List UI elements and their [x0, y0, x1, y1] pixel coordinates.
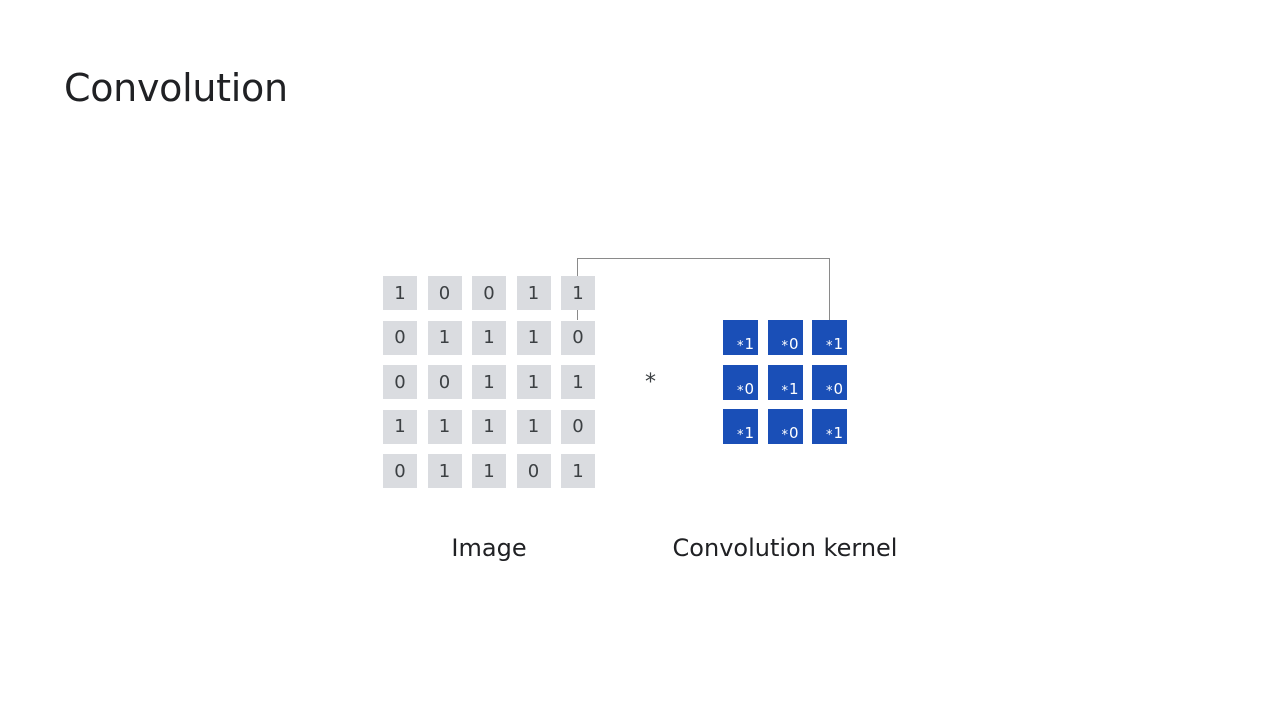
- image-cell: 1: [516, 365, 551, 399]
- kernel-cell: *1: [812, 320, 847, 355]
- image-cell: 1: [516, 276, 551, 310]
- kernel-caption: Convolution kernel: [672, 534, 898, 562]
- kernel-multiply-symbol: *: [781, 339, 788, 354]
- image-cell: 1: [472, 409, 506, 444]
- slide-title: Convolution: [64, 66, 288, 110]
- image-cell: 0: [427, 276, 462, 310]
- kernel-value: 0: [788, 335, 799, 353]
- kernel-cell: *1: [723, 409, 758, 444]
- kernel-value: 1: [788, 379, 799, 398]
- image-cell: 1: [516, 409, 551, 444]
- image-cell: 0: [561, 320, 595, 355]
- image-caption: Image: [451, 534, 527, 562]
- image-cell: 1: [472, 454, 506, 488]
- image-cell: 1: [561, 365, 595, 399]
- kernel-value: 1: [744, 424, 754, 442]
- kernel-value: 0: [833, 379, 843, 398]
- kernel-cell: *0: [767, 320, 803, 355]
- image-cell: 1: [427, 320, 462, 355]
- image-cell: 0: [383, 320, 417, 355]
- connector-line: [577, 258, 830, 320]
- image-cell: 0: [427, 365, 462, 399]
- image-cell: 0: [383, 365, 417, 399]
- kernel-cell: *1: [723, 320, 758, 355]
- image-cell: 0: [561, 409, 595, 444]
- kernel-multiply-symbol: *: [825, 339, 833, 354]
- image-cell: 1: [472, 365, 506, 399]
- image-cell: 1: [383, 409, 417, 444]
- kernel-value: 1: [744, 335, 754, 353]
- kernel-matrix: *1*0*1*0*1*0*1*0*1: [723, 320, 847, 444]
- kernel-cell: *1: [767, 364, 803, 400]
- kernel-cell: *0: [767, 409, 803, 444]
- kernel-value: 1: [833, 335, 843, 353]
- kernel-multiply-symbol: *: [825, 383, 833, 399]
- image-cell: 0: [383, 454, 417, 488]
- kernel-multiply-symbol: *: [781, 428, 788, 443]
- kernel-multiply-symbol: *: [736, 428, 744, 443]
- convolution-operator: *: [645, 370, 656, 395]
- image-cell: 1: [427, 409, 462, 444]
- image-cell: 1: [427, 454, 462, 488]
- kernel-value: 0: [744, 379, 754, 398]
- kernel-cell: *0: [812, 364, 847, 400]
- kernel-multiply-symbol: *: [825, 428, 833, 443]
- image-cell: 1: [561, 276, 595, 310]
- image-cell: 1: [383, 276, 417, 310]
- kernel-value: 0: [788, 424, 799, 442]
- kernel-cell: *1: [812, 409, 847, 444]
- kernel-multiply-symbol: *: [736, 339, 744, 354]
- kernel-cell: *0: [723, 364, 758, 400]
- kernel-multiply-symbol: *: [736, 383, 744, 399]
- kernel-multiply-symbol: *: [781, 383, 788, 399]
- image-cell: 0: [472, 276, 506, 310]
- image-cell: 1: [516, 320, 551, 355]
- image-cell: 1: [472, 320, 506, 355]
- image-cell: 1: [561, 454, 595, 488]
- image-cell: 0: [516, 454, 551, 488]
- kernel-value: 1: [833, 424, 843, 442]
